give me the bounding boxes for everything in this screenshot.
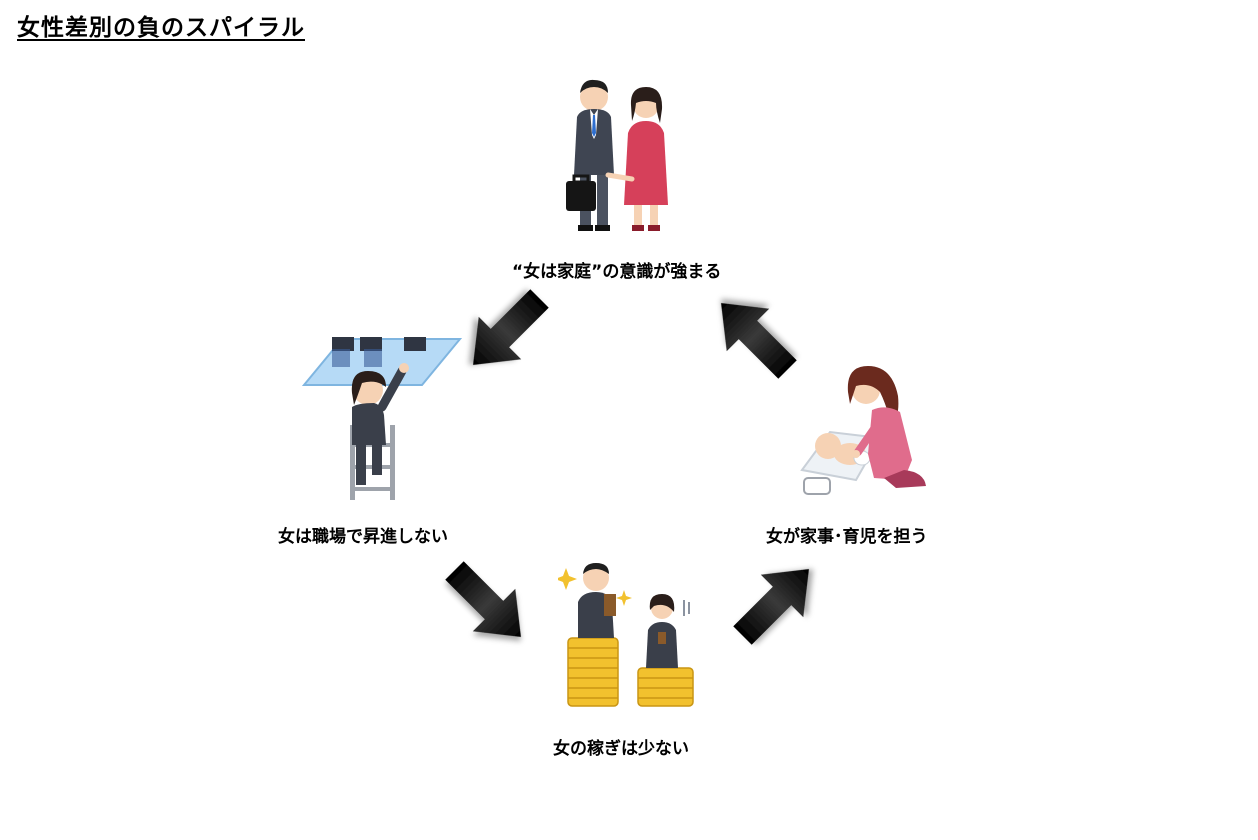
node-label-top: “女は家庭”の意識が強まる [512, 262, 722, 282]
node-label-bottom: 女の稼ぎは少ない [553, 739, 689, 759]
income-gap-icon [558, 563, 694, 707]
arrow-right-to-top [721, 303, 797, 379]
node-label-right: 女が家事･育児を担う [766, 527, 928, 547]
couple-icon [566, 79, 668, 231]
arrow-bottom-to-right [733, 569, 809, 645]
glass-ceiling-icon [302, 337, 462, 500]
diaper-change-icon [800, 366, 926, 495]
arrow-top-to-left [473, 289, 549, 365]
arrow-left-to-bottom [445, 561, 521, 637]
node-label-left: 女は職場で昇進しない [278, 527, 448, 547]
page-title: 女性差別の負のスパイラル [17, 15, 305, 41]
